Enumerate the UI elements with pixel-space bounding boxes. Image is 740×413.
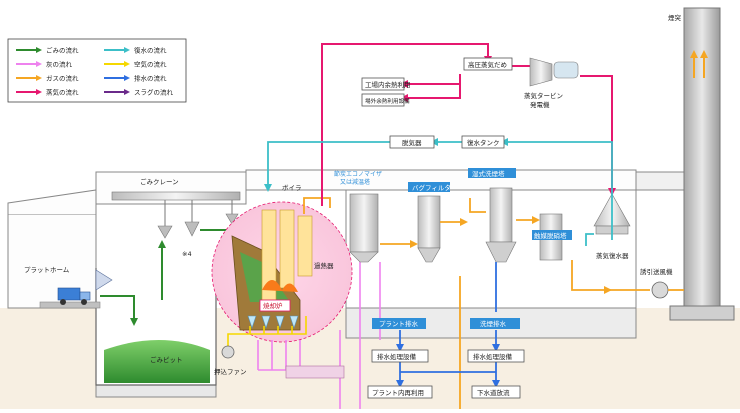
economizer-label-2: 又は減温塔 xyxy=(340,178,370,186)
legend-arrow-ash xyxy=(36,61,42,67)
legend-label-ash: 灰の流れ xyxy=(46,60,73,69)
legend-arrow-air xyxy=(124,61,130,67)
wet-scrubber xyxy=(485,187,517,263)
condenser-label: 蒸気復水器 xyxy=(596,251,629,260)
wet-scrubber-tag xyxy=(468,168,516,178)
bag-filter xyxy=(417,195,441,263)
platform-label: プラットホーム xyxy=(24,266,70,274)
legend-label-gas: ガスの流れ xyxy=(46,74,79,83)
turbine-label-1: 蒸気タービン xyxy=(524,91,563,100)
legend-label-steam: 蒸気の流れ xyxy=(46,88,79,97)
ash-hoppers xyxy=(247,315,299,329)
legend-arrow-gas xyxy=(36,75,42,81)
legend-label-air: 空気の流れ xyxy=(134,60,167,69)
economizer xyxy=(349,193,379,263)
treatment-2-box xyxy=(467,349,525,363)
legend-arrow-slag xyxy=(124,89,130,95)
catalytic-label: 触媒脱硝塔 xyxy=(534,231,567,240)
truck xyxy=(57,287,81,301)
treatment-1-box xyxy=(371,349,429,363)
note-ref: ※4 xyxy=(182,250,192,258)
platform-area xyxy=(39,269,113,309)
wastewater-heads xyxy=(396,344,500,388)
high-pressure-header xyxy=(463,57,513,71)
incinerator-label: 焼却炉 xyxy=(263,301,283,310)
turbine-generator xyxy=(529,57,579,87)
deaerator-label: 脱気器 xyxy=(402,138,422,147)
chimney xyxy=(669,7,735,321)
plant-drain-tag xyxy=(372,318,426,329)
plant-drain-label: プラント排水 xyxy=(379,319,419,328)
legend-label-wastewater: 排水の流れ xyxy=(134,74,167,83)
legend-arrow-wastewater xyxy=(124,75,130,81)
return-water-flow xyxy=(267,141,613,246)
sewer-label: 下水道放流 xyxy=(477,388,510,397)
header-label: 高圧蒸気だめ xyxy=(468,60,507,69)
deaerator-box xyxy=(389,135,435,149)
crane xyxy=(111,191,241,239)
plant-reuse-label: プラント内再利用 xyxy=(372,388,424,397)
legend-label-garbage: ごみの流れ xyxy=(46,46,79,55)
bag-filter-label: バグフィルタ xyxy=(412,183,451,192)
legend-arrow-steam xyxy=(36,89,42,95)
induced-fan-label: 誘引送風機 xyxy=(640,267,673,276)
chimney-label: 煙突 xyxy=(668,13,682,22)
incinerator-tag xyxy=(259,299,291,312)
offsite-heat-label: 場外余熱利用設備 xyxy=(365,97,410,105)
scrubber-drain-tag xyxy=(470,318,520,329)
treatment-2-label: 排水処理設備 xyxy=(473,352,513,361)
treatment-1-label: 排水処理設備 xyxy=(377,352,417,361)
induced-fan xyxy=(651,281,669,299)
boiler-label: ボイラ xyxy=(282,184,302,192)
legend-label-return_water: 復水の流れ xyxy=(134,46,167,55)
crane-label: ごみクレーン xyxy=(140,177,179,186)
catalytic-tag xyxy=(532,230,572,240)
condensate-tank-label: 復水タンク xyxy=(467,138,500,147)
plant-heat-label: 工場内余熱利用 xyxy=(365,80,411,89)
economizer-label-1: 節炭エコノマイザ xyxy=(334,170,382,178)
air-flow xyxy=(227,316,307,348)
forced-fan xyxy=(221,345,235,359)
legend-arrow-garbage xyxy=(36,47,42,53)
plant-heat-box xyxy=(361,77,405,91)
gas-flow-heads xyxy=(410,216,612,294)
superheater-label: 過熱器 xyxy=(314,261,334,270)
forced-fan-label: 押込ファン xyxy=(214,367,247,376)
scrubber-drain-label: 洗煙排水 xyxy=(480,319,507,328)
turbine-label-2: 発電機 xyxy=(530,100,550,109)
sewer-box xyxy=(471,385,521,399)
condensate-tank-box xyxy=(461,135,505,149)
garbage-pit xyxy=(95,255,217,386)
pit-label: ごみピット xyxy=(150,355,183,364)
offsite-heat-box xyxy=(361,93,405,107)
ash-conveyor xyxy=(285,365,345,379)
legend-arrow-return_water xyxy=(124,47,130,53)
bag-filter-tag xyxy=(408,182,450,192)
plant-reuse-box xyxy=(367,385,433,399)
wet-scrubber-label: 湿式洗煙塔 xyxy=(472,169,505,178)
legend-label-slag: スラグの流れ xyxy=(134,88,174,97)
